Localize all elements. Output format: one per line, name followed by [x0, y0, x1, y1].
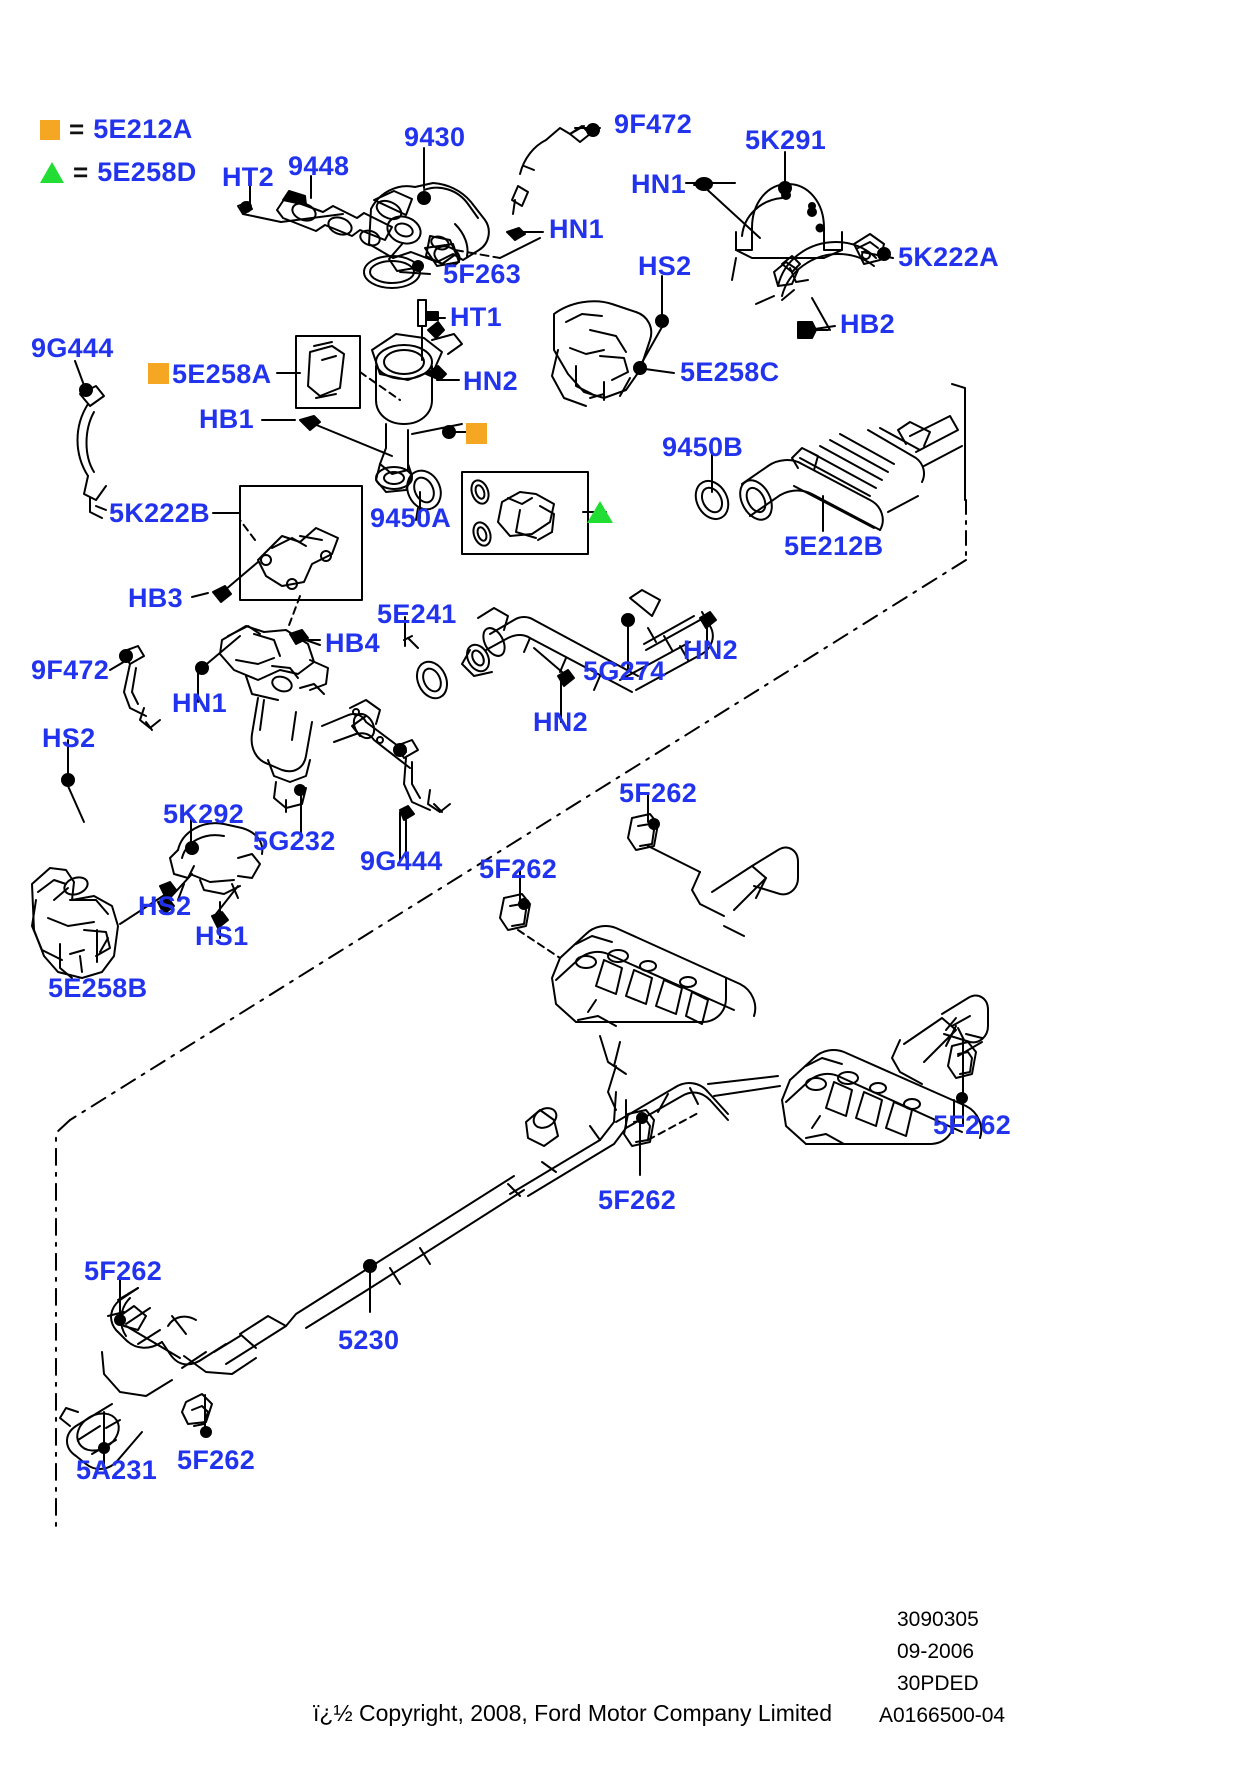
- callout-5f262: 5F262: [84, 1256, 163, 1286]
- callout-5f263: 5F263: [443, 259, 522, 289]
- drawing-number: 3090305: [897, 1608, 979, 1631]
- callout-hb3: HB3: [128, 583, 183, 613]
- callout-hs2: HS2: [42, 723, 96, 753]
- callout-hn2: HN2: [683, 635, 738, 665]
- legend-equals-sign: =: [69, 114, 85, 144]
- callout-5f262: 5F262: [933, 1110, 1012, 1140]
- callout-hn1: HN1: [549, 214, 604, 244]
- callout-5230: 5230: [338, 1325, 400, 1355]
- callout-5f262: 5F262: [619, 778, 698, 808]
- callout-5k222a: 5K222A: [898, 242, 999, 272]
- callout-5k222b: 5K222B: [109, 498, 210, 528]
- callout-9f472: 9F472: [31, 655, 110, 685]
- callout-9450a: 9450A: [370, 503, 452, 533]
- callout-9430: 9430: [404, 122, 466, 152]
- callout-hb4: HB4: [325, 628, 380, 658]
- callout-5e212b: 5E212B: [784, 531, 884, 561]
- callout-5f262: 5F262: [598, 1185, 677, 1215]
- inline-green-triangle-marker-icon: [587, 501, 613, 523]
- callout-5f262: 5F262: [177, 1445, 256, 1475]
- callout-hb2: HB2: [840, 309, 895, 339]
- inline-orange-square-marker-icon: [466, 423, 487, 444]
- callout-hn1: HN1: [172, 688, 227, 718]
- callout-9450b: 9450B: [662, 432, 744, 462]
- green-triangle-marker-icon: [40, 162, 64, 183]
- drawing-date: 09-2006: [897, 1640, 975, 1663]
- callout-hs1: HS1: [195, 921, 249, 951]
- callout-9f472: 9F472: [614, 109, 693, 139]
- legend-code-5e212a: 5E212A: [93, 114, 193, 144]
- callout-5g274: 5G274: [583, 656, 666, 686]
- callout-hb1: HB1: [199, 404, 254, 434]
- legend-row-triangle: = 5E258D: [40, 157, 197, 188]
- callout-9g444: 9G444: [360, 846, 443, 876]
- callout-9448: 9448: [288, 151, 350, 181]
- callout-5k292: 5K292: [163, 799, 245, 829]
- callout-ht1: HT1: [450, 302, 502, 332]
- callout-hs2: HS2: [638, 251, 692, 281]
- legend-code-5e258d: 5E258D: [97, 157, 197, 187]
- callout-5e258a: 5E258A: [172, 359, 272, 389]
- drawing-code: 30PDED: [897, 1672, 979, 1695]
- callout-9g444: 9G444: [31, 333, 114, 363]
- callout-5k291: 5K291: [745, 125, 827, 155]
- callout-hn2: HN2: [463, 366, 518, 396]
- callout-5e241: 5E241: [377, 599, 457, 629]
- copyright-notice: ï¿½ Copyright, 2008, Ford Motor Company …: [313, 1700, 833, 1726]
- callout-hs2: HS2: [138, 891, 192, 921]
- callout-5e258b: 5E258B: [48, 973, 148, 1003]
- callout-ht2: HT2: [222, 162, 274, 192]
- legend-equals-sign: =: [73, 157, 89, 187]
- drawing-reference: A0166500-04: [879, 1704, 1006, 1727]
- orange-square-marker-icon: [40, 119, 60, 140]
- legend-row-square: = 5E212A: [40, 114, 193, 145]
- callout-5g232: 5G232: [253, 826, 336, 856]
- callout-hn1: HN1: [631, 169, 686, 199]
- inline-orange-square-marker-icon-5e258a: [148, 363, 169, 384]
- callout-hn2: HN2: [533, 707, 588, 737]
- callout-5e258c: 5E258C: [680, 357, 780, 387]
- callout-5a231: 5A231: [76, 1455, 158, 1485]
- callout-5f262: 5F262: [479, 854, 558, 884]
